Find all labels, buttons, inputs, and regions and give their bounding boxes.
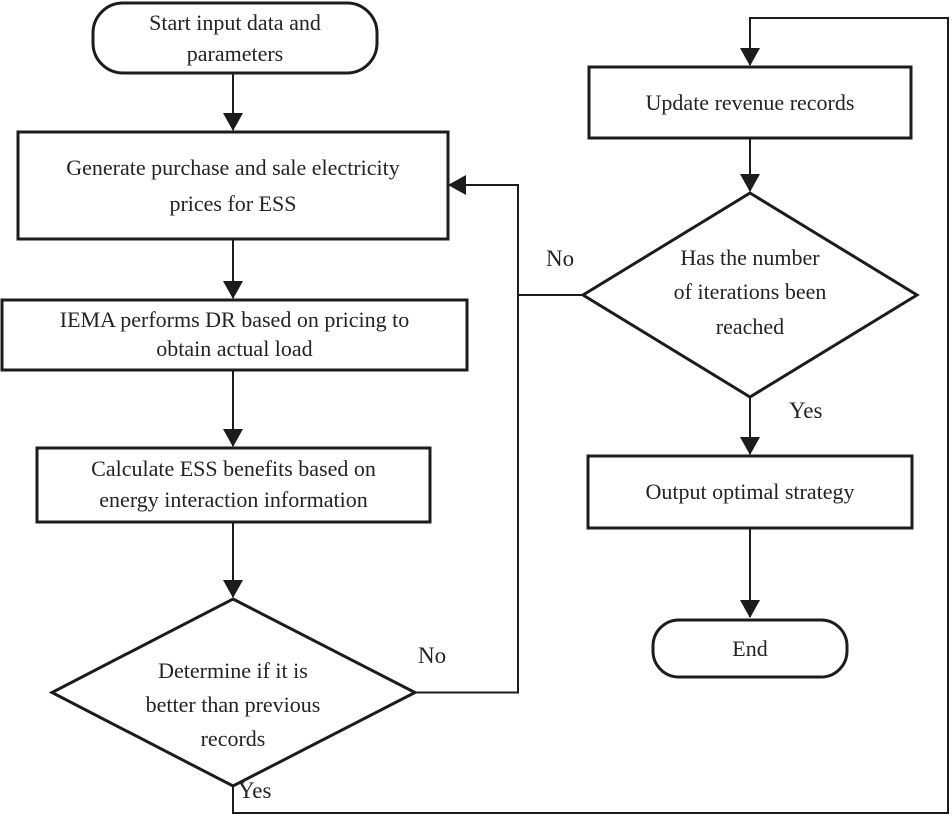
- end-label: End: [732, 635, 768, 661]
- generate-prices-label: Generate purchase and sale electricity p…: [66, 155, 400, 216]
- update-records-label: Update revenue records: [645, 89, 855, 115]
- iterations-decision-diamond-shape: [580, 191, 920, 399]
- better-decision-diamond-shape: [48, 597, 419, 788]
- start-label: Start input data and parameters: [149, 9, 321, 66]
- edge-better-yes-to-update: [232, 17, 949, 814]
- iema-dr-label: IEMA performs DR based on pricing to obt…: [59, 307, 410, 361]
- better-no-label: No: [418, 643, 447, 668]
- start-terminator-shape: [91, 1, 379, 75]
- output-strategy-process-shape: [586, 454, 914, 530]
- iterations-decision-label: Has the number of iterations been reache…: [673, 245, 827, 339]
- edge-better-no-to-generate: [415, 175, 519, 694]
- generate-prices-process-shape: [16, 130, 450, 241]
- better-yes-label: Yes: [238, 778, 272, 803]
- better-decision-label: Determine if it is better than previous …: [145, 657, 321, 752]
- iterations-no-label: No: [546, 246, 575, 271]
- calculate-benefits-label: Calculate ESS benefits based on energy i…: [91, 456, 376, 512]
- end-terminator-shape: [651, 618, 849, 679]
- calculate-benefits-process-shape: [35, 446, 432, 524]
- iterations-yes-label: Yes: [789, 398, 823, 423]
- output-strategy-label: Output optimal strategy: [645, 479, 855, 505]
- update-records-process-shape: [587, 65, 913, 140]
- iema-dr-process-shape: [0, 298, 469, 372]
